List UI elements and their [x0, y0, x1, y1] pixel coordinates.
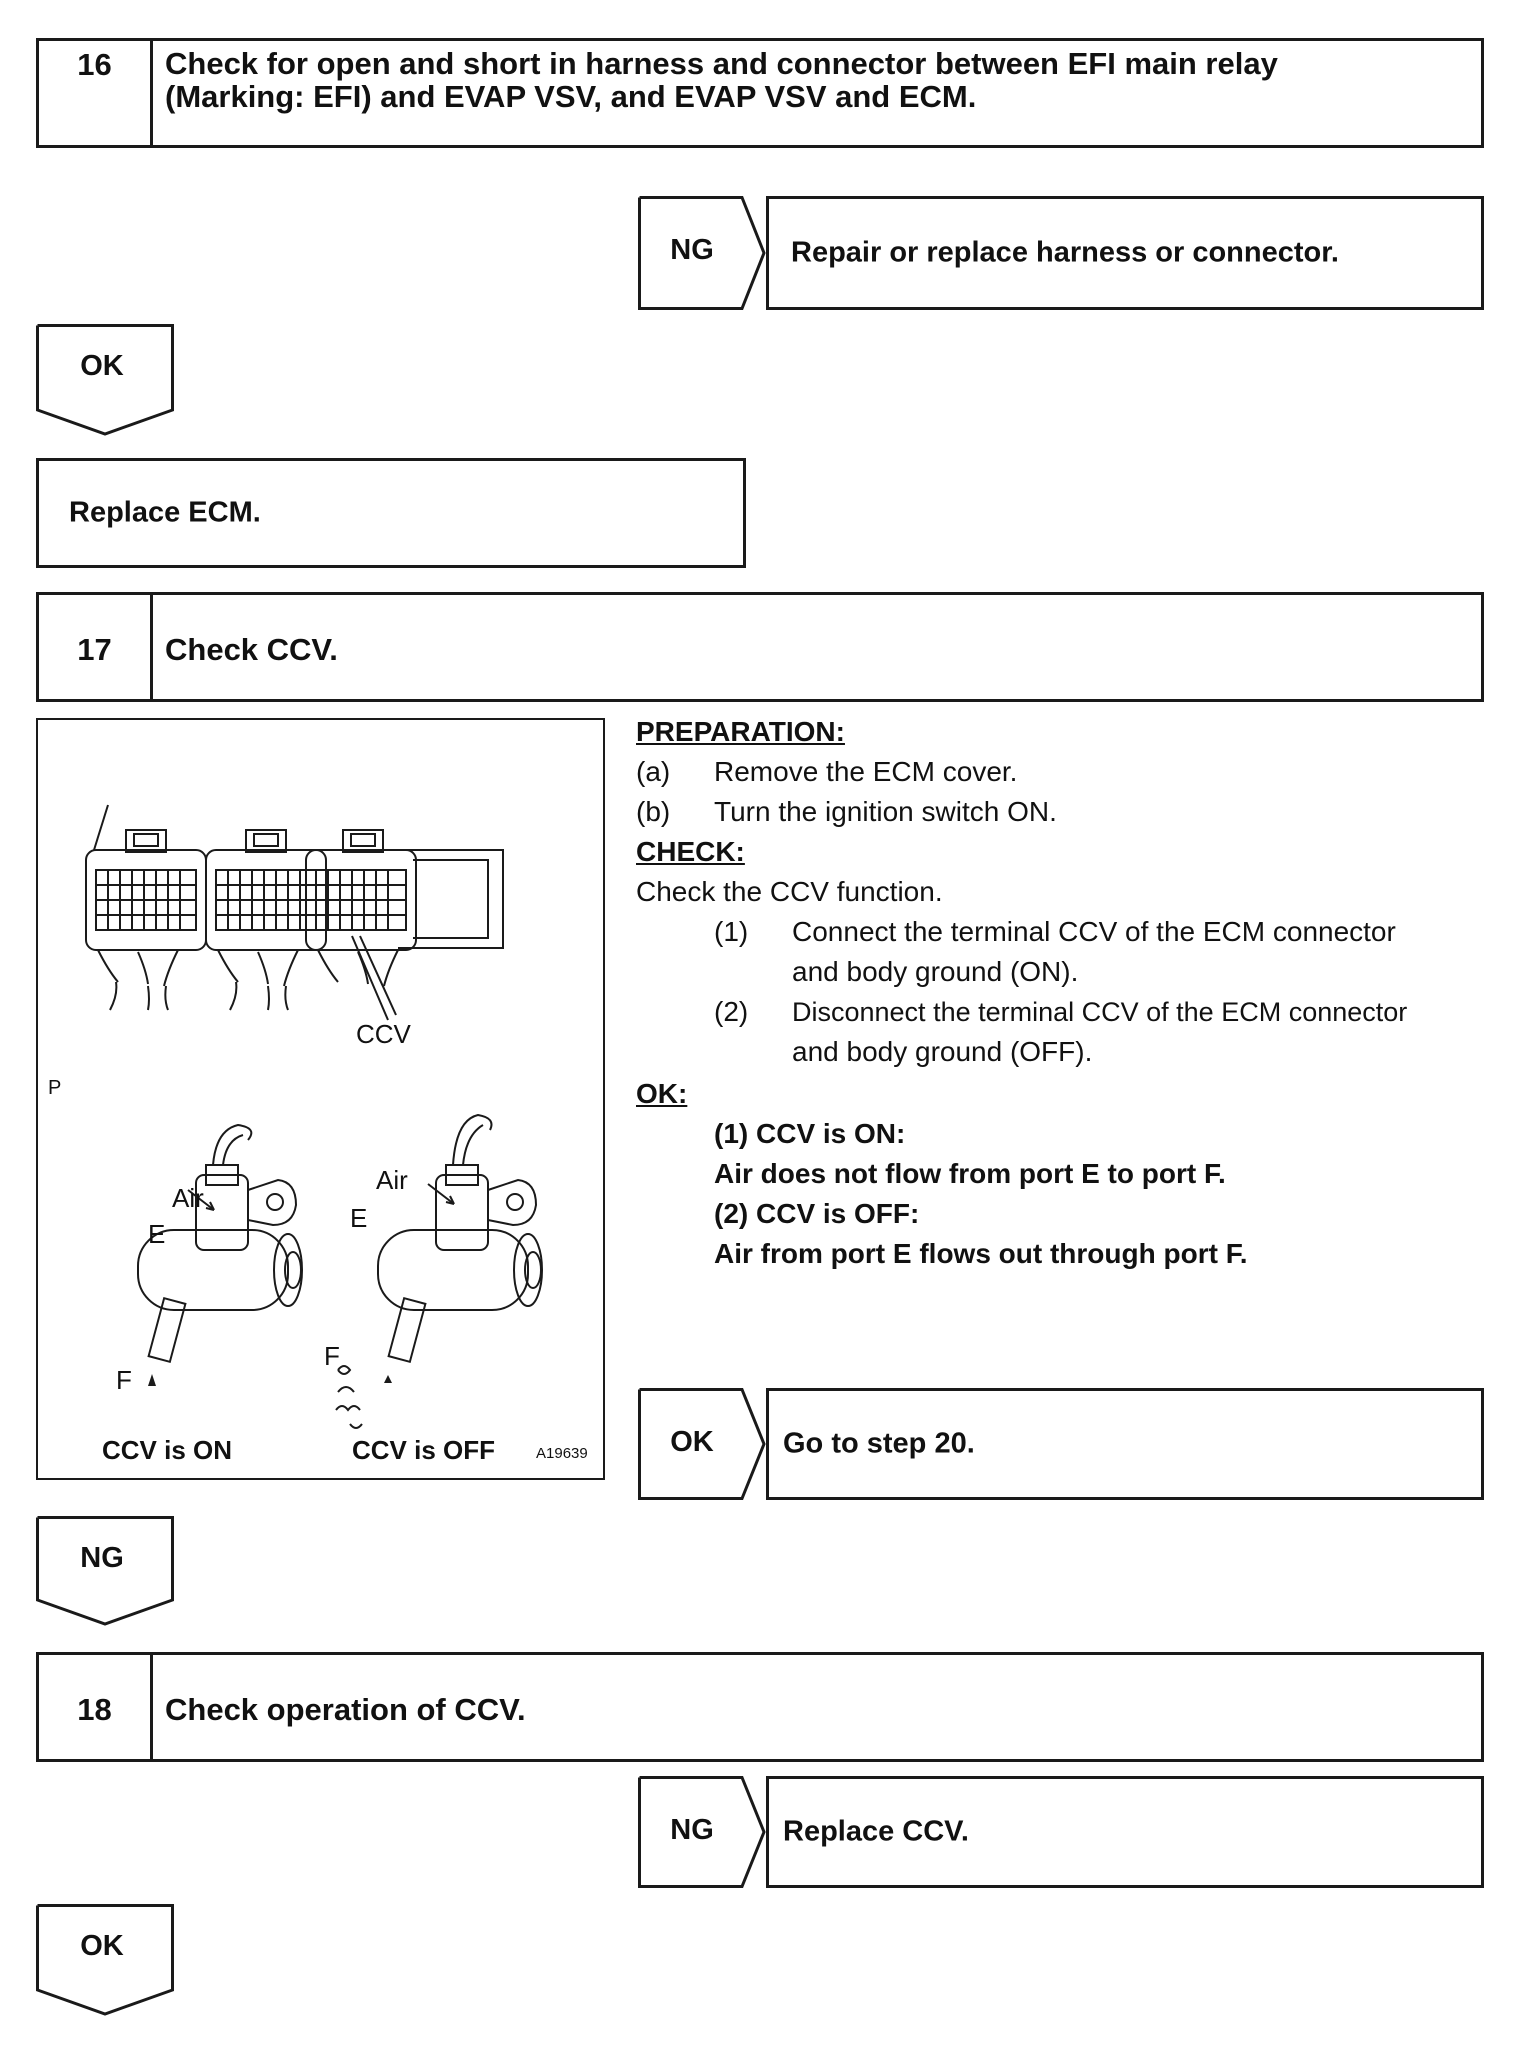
replace-ecm-text: Replace ECM.: [69, 496, 261, 529]
prep-b-marker: (b): [636, 796, 671, 827]
ng-label: NG: [80, 1542, 124, 1574]
caption-ccv-off: CCV is OFF: [352, 1435, 496, 1465]
ok-line-2: Air does not flow from port E to port F.: [714, 1158, 1226, 1189]
port-e-label-left: E: [148, 1219, 166, 1249]
step-title: Check CCV.: [165, 633, 1469, 666]
step-title-line-1: Check operation of CCV.: [165, 1692, 526, 1727]
step-number: 18: [39, 1655, 153, 1759]
step-number: 16: [39, 41, 153, 145]
step-title: Check for open and short in harness and …: [165, 47, 1469, 113]
ok-heading: OK:: [636, 1078, 688, 1109]
ok-line-3: (2) CCV is OFF:: [714, 1198, 920, 1229]
step-number-text: 18: [77, 1692, 112, 1727]
ok-arrow-right: [638, 1388, 766, 1500]
replace-ecm-box: Replace ECM.: [36, 458, 746, 568]
air-label-right: Air: [376, 1165, 408, 1195]
ok-line-1: (1) CCV is ON:: [714, 1118, 906, 1149]
port-f-label-right: F: [324, 1341, 340, 1371]
ok-result-box: Go to step 20.: [766, 1388, 1484, 1500]
step-number: 17: [39, 595, 153, 699]
check-1-marker: (1): [714, 916, 749, 947]
ccv-callout: CCV: [356, 1019, 411, 1049]
check-1-line-2: and body ground (ON).: [792, 956, 1079, 987]
ng-result-text: Repair or replace harness or connector.: [791, 236, 1339, 269]
step-16-header: 16 Check for open and short in harness a…: [36, 38, 1484, 148]
step-17-header: 17 Check CCV.: [36, 592, 1484, 702]
prep-b-text: Turn the ignition switch ON.: [714, 796, 1057, 827]
ng-label: NG: [670, 234, 714, 266]
preparation-heading: PREPARATION:: [636, 716, 845, 747]
ok-arrow-down: [36, 1904, 174, 2016]
prep-a-marker: (a): [636, 756, 671, 787]
step-title-line-1: Check for open and short in harness and …: [165, 46, 1278, 81]
ng-arrow-right: [638, 196, 766, 310]
air-label-left: Air: [172, 1183, 204, 1213]
ok-arrow-down: [36, 324, 174, 436]
ng-result-text: Replace CCV.: [783, 1815, 969, 1848]
check-intro: Check the CCV function.: [636, 876, 943, 907]
step-number-text: 16: [77, 47, 112, 82]
ok-label: OK: [80, 1930, 124, 1962]
port-e-label-right: E: [350, 1203, 368, 1233]
check-heading: CHECK:: [636, 836, 745, 867]
ok-label: OK: [670, 1426, 714, 1458]
check-1-line-1: Connect the terminal CCV of the ECM conn…: [792, 916, 1396, 947]
check-2-marker: (2): [714, 996, 749, 1027]
check-2-line-1: Disconnect the terminal CCV of the ECM c…: [792, 997, 1408, 1027]
ng-arrow-right: [638, 1776, 766, 1888]
figure-code: A19639: [536, 1445, 588, 1462]
ecm-connector-illustration: [85, 804, 543, 1429]
step-title-line-1: Check CCV.: [165, 632, 338, 667]
ok-line-4: Air from port E flows out through port F…: [714, 1238, 1248, 1269]
caption-ccv-on: CCV is ON: [102, 1435, 233, 1465]
port-f-label-left: F: [116, 1365, 132, 1395]
p-label: P: [48, 1077, 62, 1099]
ng-label: NG: [670, 1814, 714, 1846]
step-18-header: 18 Check operation of CCV.: [36, 1652, 1484, 1762]
prep-a-text: Remove the ECM cover.: [714, 756, 1018, 787]
ok-label: OK: [80, 350, 124, 382]
ccv-figure: CCV P Air E F Air E F CCV is ON CCV is O…: [36, 718, 605, 1480]
ng-result-box: Repair or replace harness or connector.: [766, 196, 1484, 310]
step-title: Check operation of CCV.: [165, 1693, 1469, 1726]
ng-arrow-down: [36, 1516, 174, 1626]
ok-result-text: Go to step 20.: [783, 1427, 975, 1460]
step-title-line-2: (Marking: EFI) and EVAP VSV, and EVAP VS…: [165, 79, 977, 114]
ng-result-box: Replace CCV.: [766, 1776, 1484, 1888]
check-2-line-2: and body ground (OFF).: [792, 1036, 1093, 1067]
step-number-text: 17: [77, 632, 112, 667]
